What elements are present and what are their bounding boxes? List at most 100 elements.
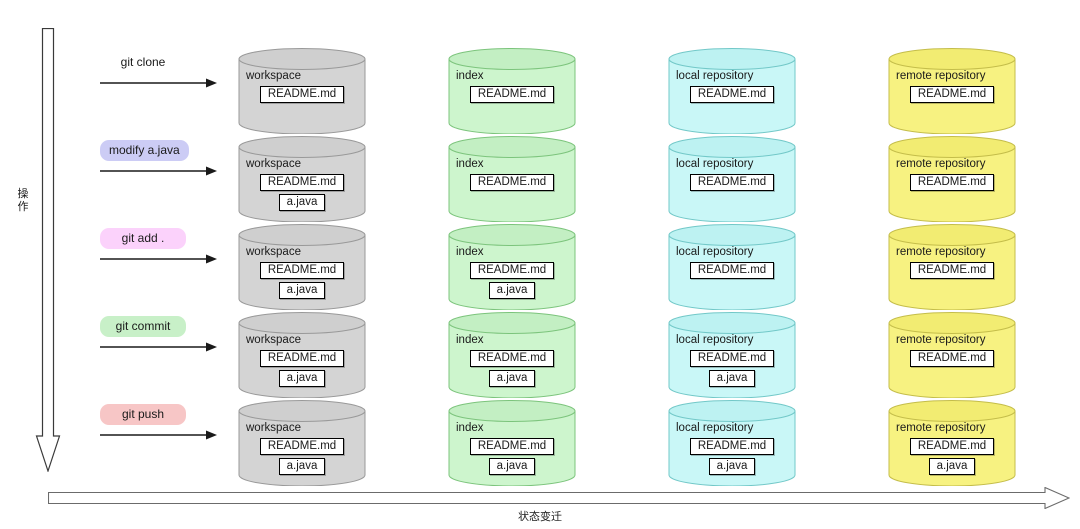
operation-label: git add . [100, 228, 186, 249]
cylinder-title: local repository [676, 334, 754, 346]
file-item: README.md [689, 174, 775, 191]
file-list: README.md a.java [448, 350, 576, 387]
cylinder-title: local repository [676, 422, 754, 434]
state-transition-axis-arrow [48, 487, 1070, 509]
file-item: a.java [278, 458, 326, 475]
operation-group: modify a.java [100, 132, 230, 222]
cylinder-title: index [456, 158, 484, 170]
file-item: README.md [909, 438, 995, 455]
operation-label: git commit [100, 316, 186, 337]
cylinder-title: remote repository [896, 246, 986, 258]
cylinder-title: index [456, 422, 484, 434]
operation-arrow-icon [100, 341, 218, 353]
operation-arrow-icon [100, 165, 218, 177]
cylinder-title: index [456, 246, 484, 258]
file-item: README.md [469, 174, 555, 191]
file-item: a.java [928, 458, 976, 475]
cylinder-title: workspace [246, 334, 301, 346]
cylinder-title: local repository [676, 70, 754, 82]
file-item: a.java [488, 370, 536, 387]
file-item: README.md [469, 350, 555, 367]
file-list: README.md a.java [238, 350, 366, 387]
file-list: README.md a.java [668, 350, 796, 387]
file-item: README.md [469, 86, 555, 103]
file-item: a.java [278, 194, 326, 211]
file-item: a.java [278, 370, 326, 387]
file-item: README.md [469, 262, 555, 279]
operation-arrow-icon [100, 253, 218, 265]
file-list: README.md [448, 86, 576, 103]
file-list: README.md a.java [238, 174, 366, 211]
cylinder-title: workspace [246, 158, 301, 170]
cylinder-title: remote repository [896, 422, 986, 434]
cylinder-title: workspace [246, 70, 301, 82]
file-item: README.md [259, 438, 345, 455]
cylinder-shape-icon [888, 136, 1016, 222]
operation-arrow-icon [100, 429, 218, 441]
file-item: README.md [259, 174, 345, 191]
file-list: README.md [238, 86, 366, 103]
cylinder-title: workspace [246, 246, 301, 258]
file-item: README.md [689, 86, 775, 103]
operation-label: modify a.java [100, 140, 189, 161]
file-list: README.md [448, 174, 576, 191]
operation-label: git clone [120, 55, 166, 69]
file-item: a.java [708, 458, 756, 475]
file-list: README.md [668, 262, 796, 279]
file-item: README.md [259, 350, 345, 367]
file-item: README.md [909, 174, 995, 191]
file-list: README.md a.java [238, 438, 366, 475]
file-list: README.md [668, 174, 796, 191]
file-list: README.md a.java [668, 438, 796, 475]
file-item: README.md [909, 350, 995, 367]
file-item: README.md [689, 262, 775, 279]
file-list: README.md [888, 174, 1016, 191]
cylinder-title: remote repository [896, 70, 986, 82]
operation-arrow-icon [100, 77, 218, 89]
file-item: README.md [259, 86, 345, 103]
file-item: a.java [708, 370, 756, 387]
file-list: README.md [888, 262, 1016, 279]
file-list: README.md a.java [888, 438, 1016, 475]
file-list: README.md [888, 86, 1016, 103]
file-item: a.java [278, 282, 326, 299]
operation-group: git push [100, 396, 230, 486]
file-item: README.md [689, 438, 775, 455]
cylinder-title: remote repository [896, 158, 986, 170]
file-item: README.md [909, 86, 995, 103]
file-item: README.md [689, 350, 775, 367]
operation-group: git clone [100, 44, 230, 134]
cylinder-title: workspace [246, 422, 301, 434]
file-list: README.md [888, 350, 1016, 367]
cylinder-title: local repository [676, 158, 754, 170]
file-item: README.md [909, 262, 995, 279]
state-transition-axis-label: 状态变迁 [518, 511, 562, 523]
cylinder-title: index [456, 70, 484, 82]
file-item: README.md [469, 438, 555, 455]
